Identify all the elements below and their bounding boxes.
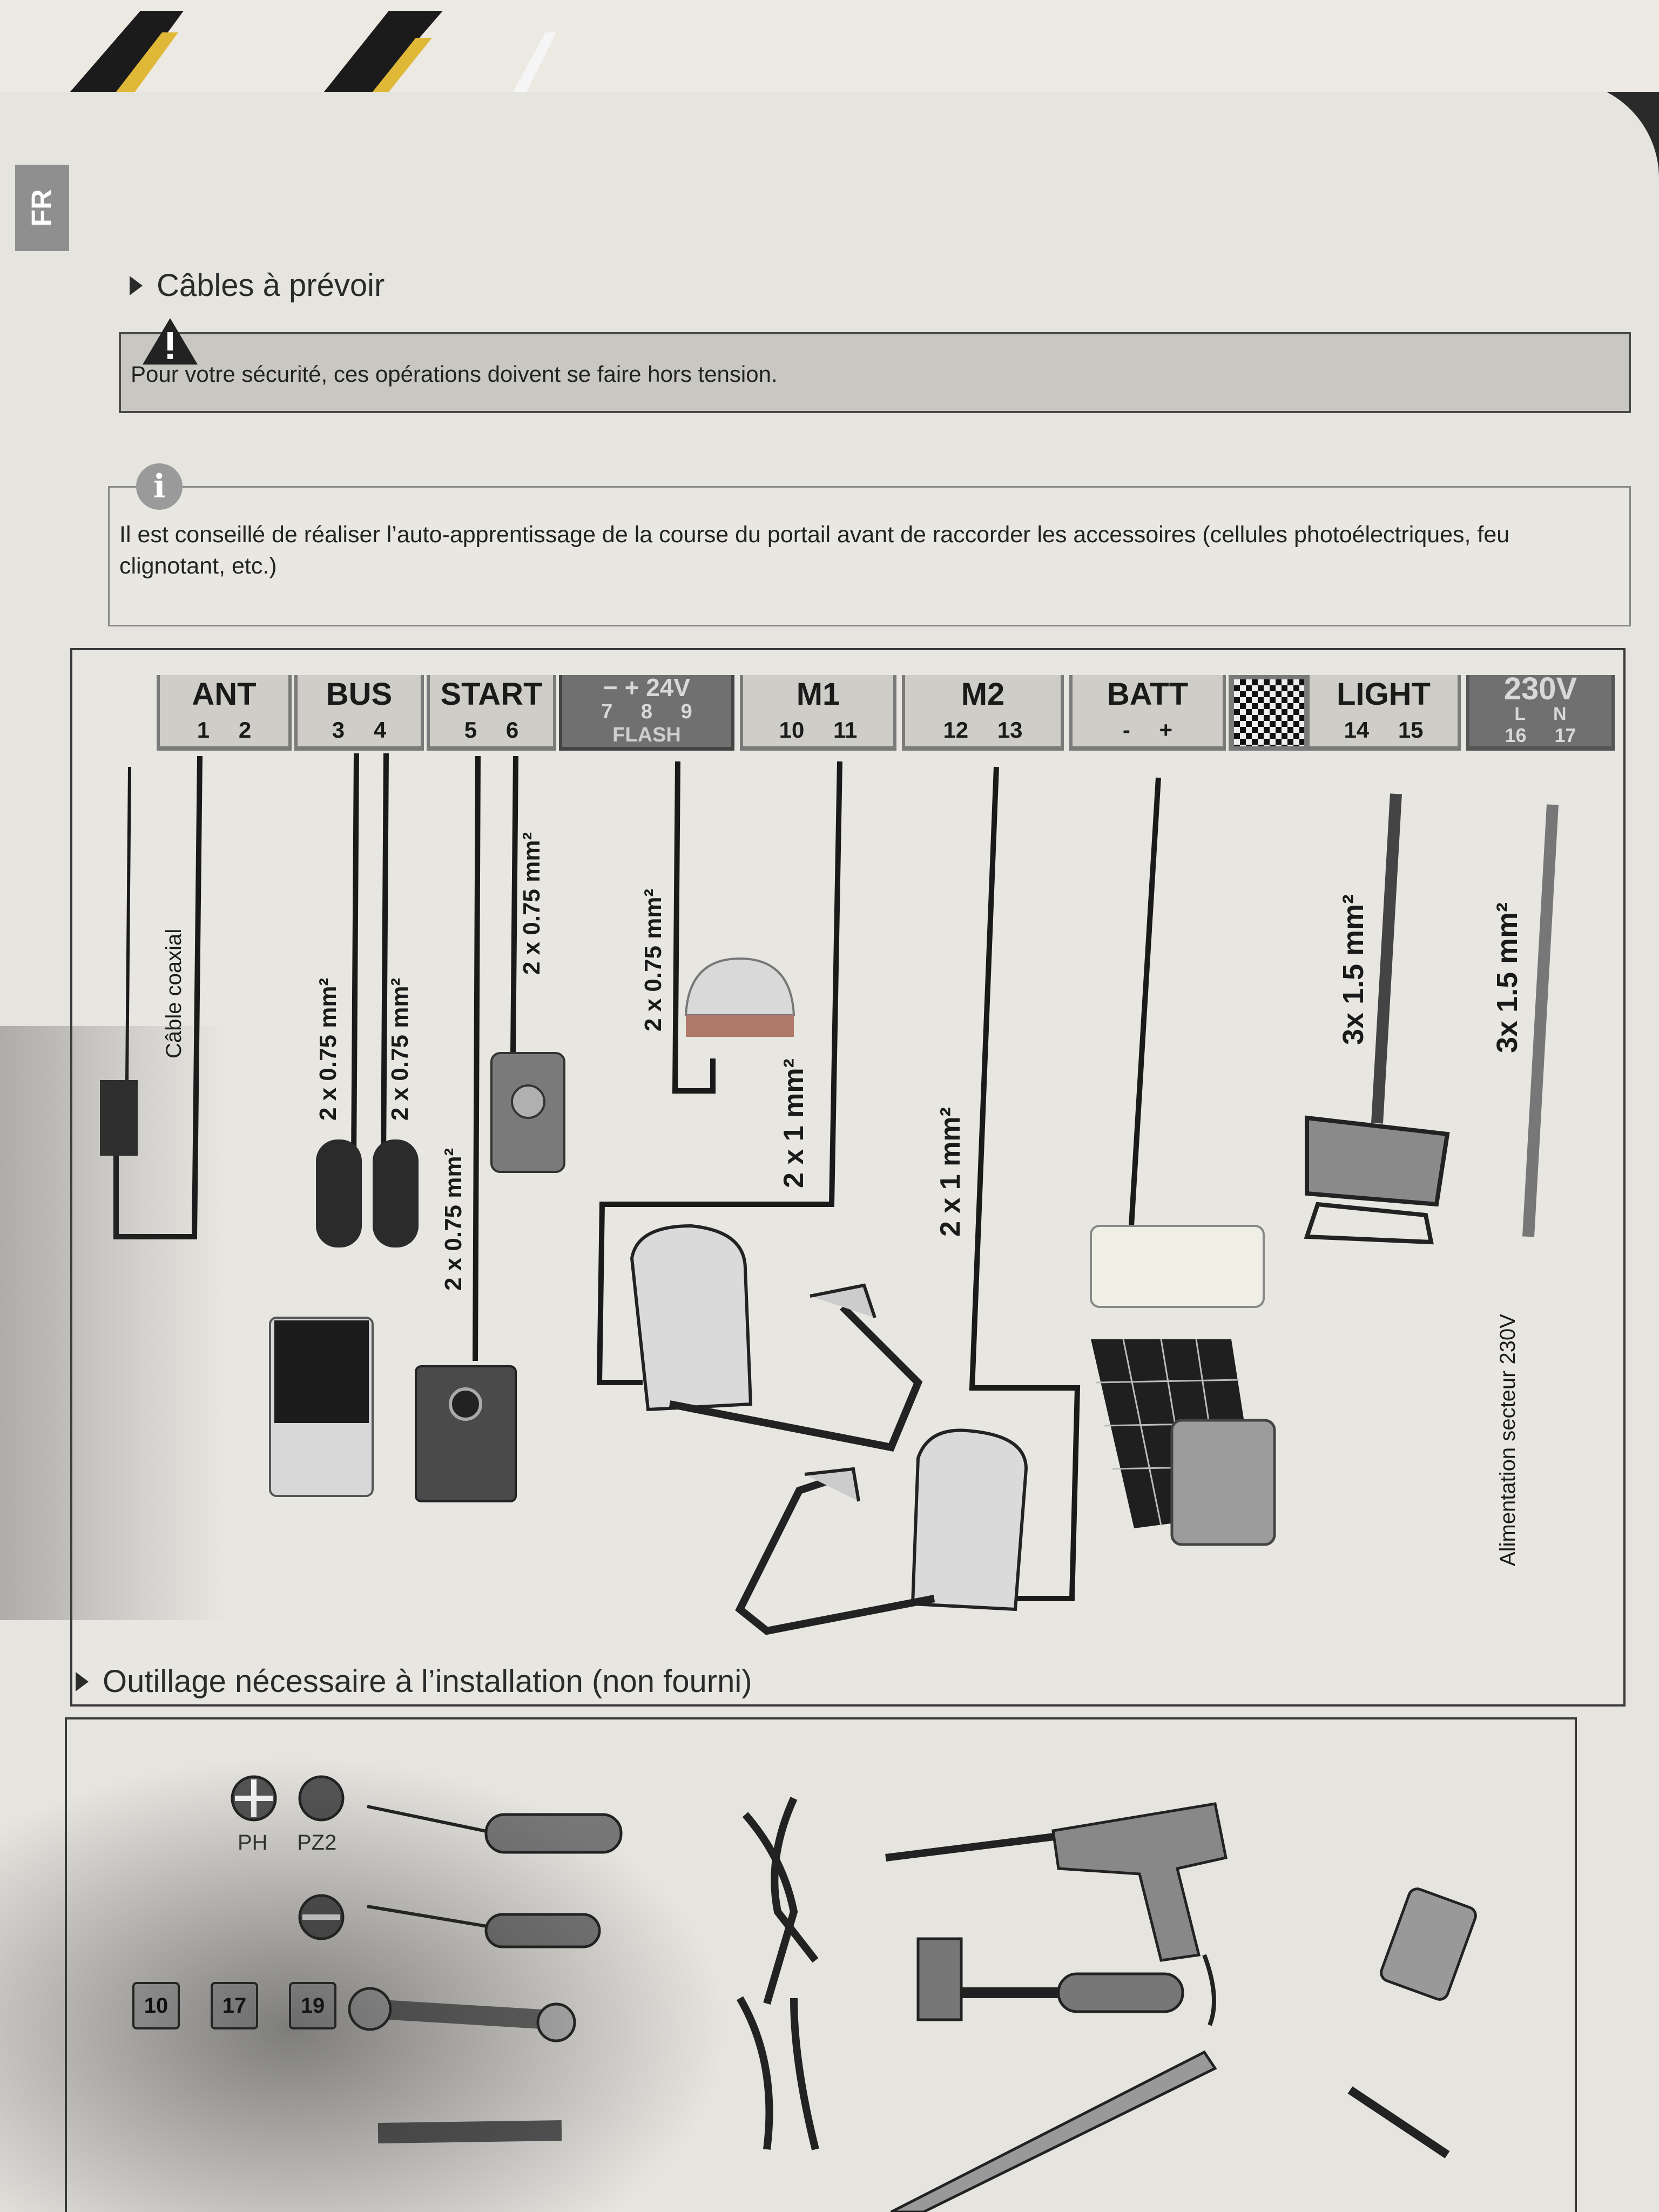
motor-arm-1	[630, 1224, 923, 1452]
terminal-bus: BUS 3 4	[294, 675, 424, 751]
terminal-m2: M2 12 13	[902, 675, 1064, 751]
terminal-light-numbers: 14 15	[1310, 714, 1458, 746]
mains-cable	[1522, 804, 1559, 1237]
warning-triangle-icon	[143, 318, 198, 365]
terminal-m1-name: M1	[743, 675, 893, 714]
backup-battery	[1090, 1225, 1265, 1308]
info-text: Il est conseillé de réaliser l’auto-appr…	[119, 522, 1510, 579]
language-tab: FR	[15, 165, 69, 251]
terminal-ant: ANT 1 2	[157, 675, 292, 751]
m2-cable	[969, 766, 1081, 1601]
terminal-24v-flash: − + 24V 7 8 9 FLASH	[559, 675, 734, 751]
info-note-box: Il est conseillé de réaliser l’auto-appr…	[108, 486, 1631, 626]
terminal-m1: M1 10 11	[740, 675, 896, 751]
remote-control-2	[373, 1139, 419, 1247]
terminal-ant-numbers: 1 2	[160, 714, 288, 746]
motor-arm-2	[735, 1428, 1028, 1635]
solar-panel	[1091, 1339, 1276, 1546]
wrench-size-19: 19	[289, 1982, 336, 2029]
terminal-24v-name: − + 24V	[562, 675, 731, 700]
terminal-batt-numbers: - +	[1073, 714, 1223, 746]
antenna-rod	[125, 766, 131, 1081]
batt-cable	[1129, 777, 1161, 1226]
wrench-size-17: 17	[211, 1982, 258, 2029]
video-intercom	[415, 1365, 517, 1502]
bullet-triangle-icon	[76, 1671, 89, 1691]
bus-cable-1	[351, 753, 359, 1162]
terminal-light: LIGHT 14 15	[1229, 675, 1461, 751]
terminal-start-numbers: 5 6	[430, 714, 553, 746]
info-icon: i	[136, 463, 183, 510]
flash-label: 2 x 0.75 mm²	[640, 888, 666, 1031]
terminal-m2-numbers: 12 13	[905, 714, 1061, 746]
flash-cable	[672, 761, 716, 1094]
tools-frame	[65, 1717, 1577, 2212]
terminal-230v-numbers: 16 17	[1469, 725, 1611, 746]
terminal-batt-name: BATT	[1073, 675, 1223, 714]
cables-section-title-text: Câbles à prévoir	[157, 268, 385, 303]
mains-label: 3x 1.5 mm²	[1491, 902, 1523, 1053]
terminal-24v-label: 24V	[646, 673, 691, 702]
pz2-bit-label: PZ2	[297, 1831, 337, 1854]
mains-caption: Alimentation secteur 230V	[1496, 1314, 1520, 1566]
terminal-230v: 230V L N 16 17	[1466, 673, 1615, 751]
terminal-ant-name: ANT	[160, 675, 288, 714]
bus2-label: 2 x 0.75 mm²	[387, 977, 413, 1121]
qr-code-icon	[1234, 679, 1304, 746]
terminal-230v-phase: L N	[1469, 703, 1611, 725]
terminal-light-name: LIGHT	[1310, 675, 1458, 714]
background-strip	[0, 0, 1659, 92]
terminal-230v-name: 230V	[1469, 673, 1611, 705]
terminal-batt: BATT - +	[1069, 675, 1226, 751]
flashing-light	[684, 957, 795, 1016]
m2-label: 2 x 1 mm²	[935, 1107, 966, 1237]
start-button-label: 2 x 0.75 mm²	[518, 832, 545, 975]
terminal-24v-polarity: − +	[603, 673, 639, 702]
coax-cable	[113, 756, 203, 1239]
tools-section-title: Outillage nécessaire à l’installation (n…	[76, 1663, 752, 1700]
bullet-triangle-icon	[130, 275, 143, 295]
start-cable-button	[510, 756, 518, 1054]
terminal-start-name: START	[430, 675, 553, 714]
start-keypad-label: 2 x 0.75 mm²	[440, 1148, 467, 1291]
m1-cable	[596, 761, 842, 1385]
terminal-m2-name: M2	[905, 675, 1061, 714]
m1-label: 2 x 1 mm²	[778, 1058, 810, 1188]
antenna-module	[100, 1080, 138, 1156]
light-cable	[1371, 793, 1402, 1124]
garden-light	[1304, 1115, 1450, 1245]
terminal-m1-numbers: 10 11	[743, 714, 893, 746]
fabric-decoration	[70, 11, 556, 92]
terminal-start: START 5 6	[427, 675, 556, 751]
terminal-bus-name: BUS	[298, 675, 421, 714]
cables-section-title: Câbles à prévoir	[130, 267, 385, 304]
bus-cable-2	[381, 753, 389, 1162]
start-cable-keypad	[473, 756, 481, 1361]
bus1-label: 2 x 0.75 mm²	[315, 977, 341, 1121]
remote-control-1	[316, 1139, 362, 1247]
light-label: 3x 1.5 mm²	[1337, 894, 1370, 1045]
tools-section-title-text: Outillage nécessaire à l’installation (n…	[103, 1664, 752, 1699]
warning-text: Pour votre sécurité, ces opérations doiv…	[131, 361, 778, 387]
coax-label: Câble coaxial	[162, 928, 186, 1058]
terminal-24v-numbers: 7 8 9	[562, 700, 731, 724]
safety-warning-box: Pour votre sécurité, ces opérations doiv…	[119, 332, 1631, 413]
wrench-size-10: 10	[132, 1982, 180, 2029]
ph-bit-label: PH	[238, 1831, 268, 1854]
terminal-flash-label: FLASH	[562, 724, 731, 747]
terminal-bus-numbers: 3 4	[298, 714, 421, 746]
